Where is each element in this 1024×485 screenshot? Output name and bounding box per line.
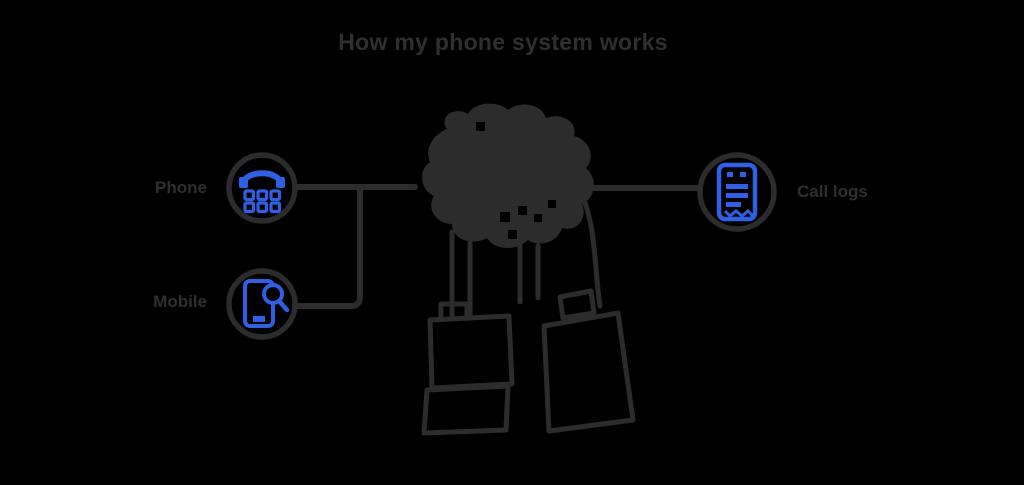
diagram-title: How my phone system works [338, 29, 668, 55]
cloud-scribble-illustration [422, 103, 603, 319]
tilted-box [541, 288, 636, 434]
label-phone: Phone [155, 178, 207, 197]
logs-node-circle [697, 152, 777, 232]
cloud-texture-holes [476, 122, 556, 262]
label-call-logs: Call logs [797, 182, 868, 201]
stacked-boxes [421, 301, 515, 436]
phone-node-circle [226, 152, 298, 224]
node-circles [226, 152, 777, 340]
connector-mobile-junction [293, 184, 363, 309]
mobile-node-circle [226, 268, 298, 340]
connector-lines [293, 184, 702, 309]
phone-keypad-icon [239, 170, 285, 214]
label-mobile: Mobile [153, 292, 207, 311]
mobile-search-icon [243, 279, 290, 328]
receipt-icon [716, 162, 758, 222]
